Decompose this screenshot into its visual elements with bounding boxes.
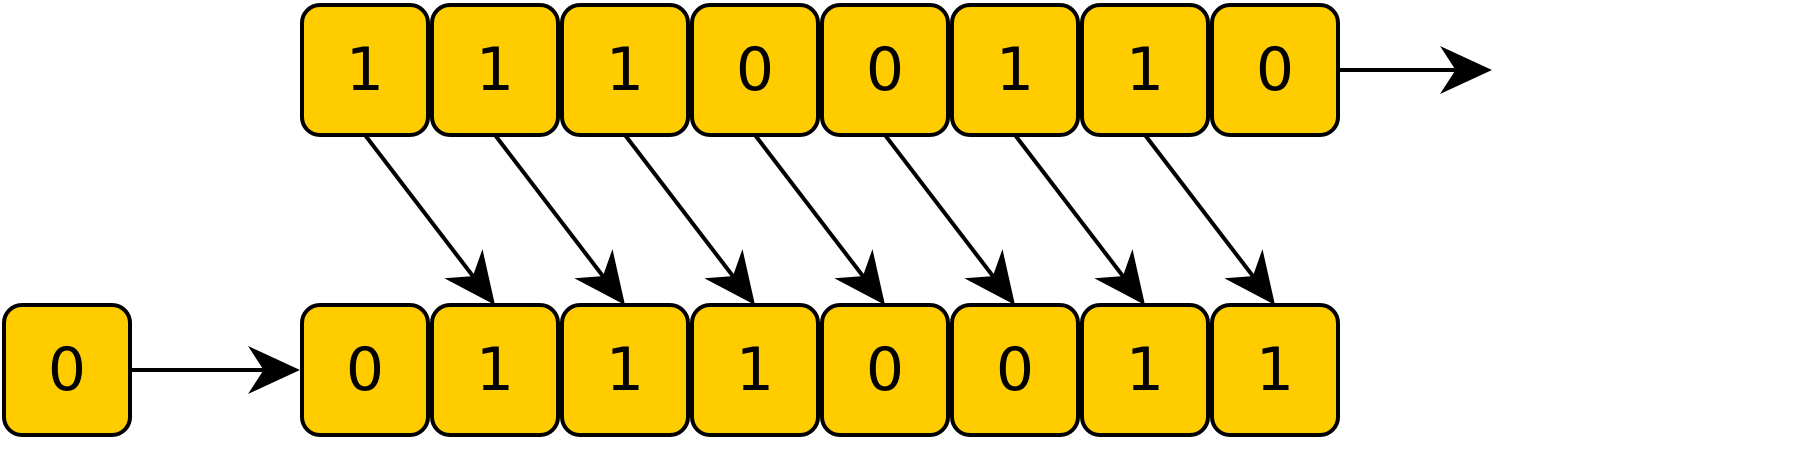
top-cell-5-value: 1 [996, 35, 1034, 105]
shift-arrow-3-head [834, 249, 885, 305]
bottom-cell-7-box [1210, 303, 1340, 437]
output-arrow [1340, 46, 1492, 94]
shift-arrow-4-head [964, 249, 1015, 305]
shift-arrow-2-head [704, 249, 755, 305]
top-cell-6-box [1080, 3, 1210, 137]
incoming-bit-cell-value: 0 [48, 335, 86, 405]
bottom-cell-6-box [1080, 303, 1210, 437]
shift-arrow-0 [363, 133, 495, 305]
top-cell-1: 1 [430, 3, 560, 137]
top-cell-4: 0 [820, 3, 950, 137]
input-arrow-head [248, 346, 300, 394]
incoming-bit-group: 0 [2, 303, 132, 437]
bottom-cell-4-value: 0 [866, 335, 904, 405]
top-cell-5: 1 [950, 3, 1080, 137]
shift-arrow-5-head [1094, 249, 1145, 305]
arrows-layer [132, 46, 1492, 394]
top-register-row: 1 1 1 0 0 1 1 0 [300, 3, 1340, 137]
bottom-cell-2-value: 1 [606, 335, 644, 405]
shift-arrow-2-shaft [623, 133, 735, 278]
bottom-cell-3-box [690, 303, 820, 437]
top-cell-3: 0 [690, 3, 820, 137]
bottom-cell-5-box [950, 303, 1080, 437]
input-arrow [132, 346, 300, 394]
top-cell-2: 1 [560, 3, 690, 137]
bottom-register-row: 0 1 1 1 0 0 1 1 [300, 303, 1340, 437]
top-cell-2-value: 1 [606, 35, 644, 105]
shift-arrow-5-shaft [1013, 133, 1125, 278]
top-cell-4-box [820, 3, 950, 137]
shift-arrow-1 [493, 133, 625, 305]
bottom-cell-1-box [430, 303, 560, 437]
shift-arrow-3-shaft [753, 133, 865, 278]
bottom-cell-2: 1 [560, 303, 690, 437]
top-cell-0: 1 [300, 3, 430, 137]
top-cell-3-box [690, 3, 820, 137]
top-cell-2-box [560, 3, 690, 137]
top-cell-0-box [300, 3, 430, 137]
bottom-cell-5-value: 0 [996, 335, 1034, 405]
shift-arrow-6 [1143, 133, 1275, 305]
top-cell-3-value: 0 [736, 35, 774, 105]
shift-arrow-6-head [1224, 249, 1275, 305]
shift-arrow-4-shaft [883, 133, 995, 278]
top-cell-5-box [950, 3, 1080, 137]
bottom-cell-6: 1 [1080, 303, 1210, 437]
incoming-bit-cell: 0 [2, 303, 132, 437]
shift-arrow-1-head [574, 249, 625, 305]
shift-arrow-1-shaft [493, 133, 605, 278]
top-cell-6: 1 [1080, 3, 1210, 137]
top-cell-7: 0 [1210, 3, 1340, 137]
bottom-cell-4-box [820, 303, 950, 437]
bottom-cell-7: 1 [1210, 303, 1340, 437]
top-cell-7-value: 0 [1256, 35, 1294, 105]
bottom-cell-1-value: 1 [476, 335, 514, 405]
shift-arrow-0-head [444, 249, 495, 305]
shift-arrow-3 [753, 133, 885, 305]
output-arrow-head [1440, 46, 1492, 94]
incoming-bit-cell-box [2, 303, 132, 437]
bottom-cell-5: 0 [950, 303, 1080, 437]
shift-arrow-2 [623, 133, 755, 305]
bottom-cell-3: 1 [690, 303, 820, 437]
shift-arrow-6-shaft [1143, 133, 1255, 278]
bottom-cell-0-box [300, 303, 430, 437]
top-cell-1-box [430, 3, 560, 137]
bottom-cell-2-box [560, 303, 690, 437]
top-cell-6-value: 1 [1126, 35, 1164, 105]
shift-arrow-0-shaft [363, 133, 475, 278]
bottom-cell-0: 0 [300, 303, 430, 437]
top-cell-7-box [1210, 3, 1340, 137]
shift-arrow-4 [883, 133, 1015, 305]
shift-arrow-5 [1013, 133, 1145, 305]
bottom-cell-0-value: 0 [346, 335, 384, 405]
bottom-cell-6-value: 1 [1126, 335, 1164, 405]
top-cell-1-value: 1 [476, 35, 514, 105]
top-cell-0-value: 1 [346, 35, 384, 105]
bottom-cell-1: 1 [430, 303, 560, 437]
bottom-cell-4: 0 [820, 303, 950, 437]
top-cell-4-value: 0 [866, 35, 904, 105]
bottom-cell-7-value: 1 [1256, 335, 1294, 405]
bottom-cell-3-value: 1 [736, 335, 774, 405]
